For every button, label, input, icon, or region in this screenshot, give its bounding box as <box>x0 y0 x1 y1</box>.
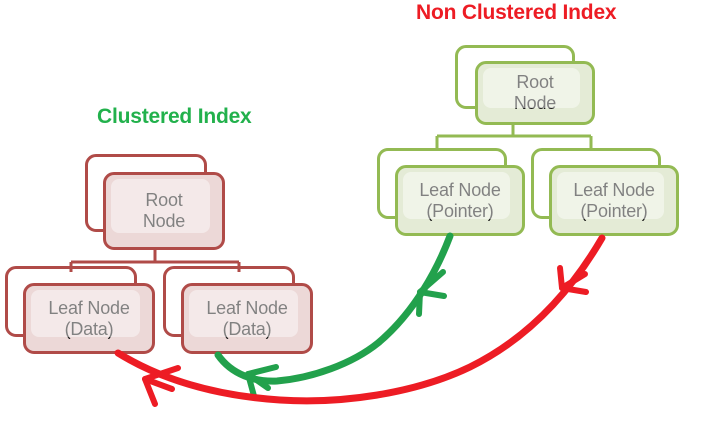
red-arrow-midhead <box>559 271 589 295</box>
card-front[interactable]: Root Node <box>475 61 595 125</box>
green-arrow-midhead <box>417 269 447 299</box>
nonclustered-leaf-2-line2: (Pointer) <box>580 200 648 221</box>
nonclustered-index-title: Non Clustered Index <box>416 1 617 24</box>
clustered-leaf-1-label: Leaf Node (Data) <box>48 298 129 339</box>
card-front[interactable]: Leaf Node (Data) <box>181 283 313 354</box>
clustered-root-node[interactable]: Root Node <box>85 154 225 250</box>
nonclustered-leaf-node-1[interactable]: Leaf Node (Pointer) <box>377 148 525 236</box>
clustered-index-title: Clustered Index <box>97 105 252 128</box>
nonclustered-leaf-1-label: Leaf Node (Pointer) <box>419 180 500 221</box>
green-arrow-head <box>245 364 279 391</box>
nonclustered-leaf-node-2[interactable]: Leaf Node (Pointer) <box>531 148 679 236</box>
card-gloss <box>403 172 510 219</box>
card-front[interactable]: Leaf Node (Pointer) <box>395 165 525 236</box>
nonclustered-root-line1: Root <box>516 72 554 93</box>
card-front[interactable]: Leaf Node (Pointer) <box>549 165 679 236</box>
red-arrow-head <box>142 365 181 392</box>
nonclustered-leaf-2-line1: Leaf Node <box>573 179 655 200</box>
card-gloss <box>189 290 298 337</box>
card-gloss <box>483 68 580 108</box>
nonclustered-root-line2: Node <box>513 93 557 113</box>
card-gloss <box>31 290 140 337</box>
nonclustered-leaf-1-line2: (Pointer) <box>426 200 494 221</box>
clustered-leaf-1-line2: (Data) <box>64 318 114 339</box>
nonclustered-root-label: Root Node <box>514 72 556 113</box>
red-arrow-head-tail <box>142 376 158 407</box>
card-front[interactable]: Leaf Node (Data) <box>23 283 155 354</box>
card-gloss <box>111 179 210 233</box>
red-arrow-midhead-tail <box>557 265 565 291</box>
clustered-leaf-2-label: Leaf Node (Data) <box>206 298 287 339</box>
green-arrow-midhead-tail <box>416 289 423 317</box>
clustered-leaf-node-2[interactable]: Leaf Node (Data) <box>163 266 313 354</box>
green-arrow-head-tail <box>245 371 257 399</box>
nonclustered-leaf-1-line1: Leaf Node <box>419 179 501 200</box>
clustered-leaf-1-line1: Leaf Node <box>48 297 130 318</box>
nonclustered-leaf-2-label: Leaf Node (Pointer) <box>573 180 654 221</box>
card-gloss <box>557 172 664 219</box>
clustered-leaf-2-line2: (Data) <box>222 318 272 339</box>
clustered-root-line1: Root <box>145 190 183 211</box>
nonclustered-root-node[interactable]: Root Node <box>455 45 595 125</box>
clustered-leaf-node-1[interactable]: Leaf Node (Data) <box>5 266 155 354</box>
clustered-root-line2: Node <box>142 211 186 231</box>
card-front[interactable]: Root Node <box>103 172 225 250</box>
nonclustered-connectors <box>435 122 593 150</box>
clustered-root-label: Root Node <box>143 190 185 231</box>
clustered-leaf-2-line1: Leaf Node <box>206 297 288 318</box>
